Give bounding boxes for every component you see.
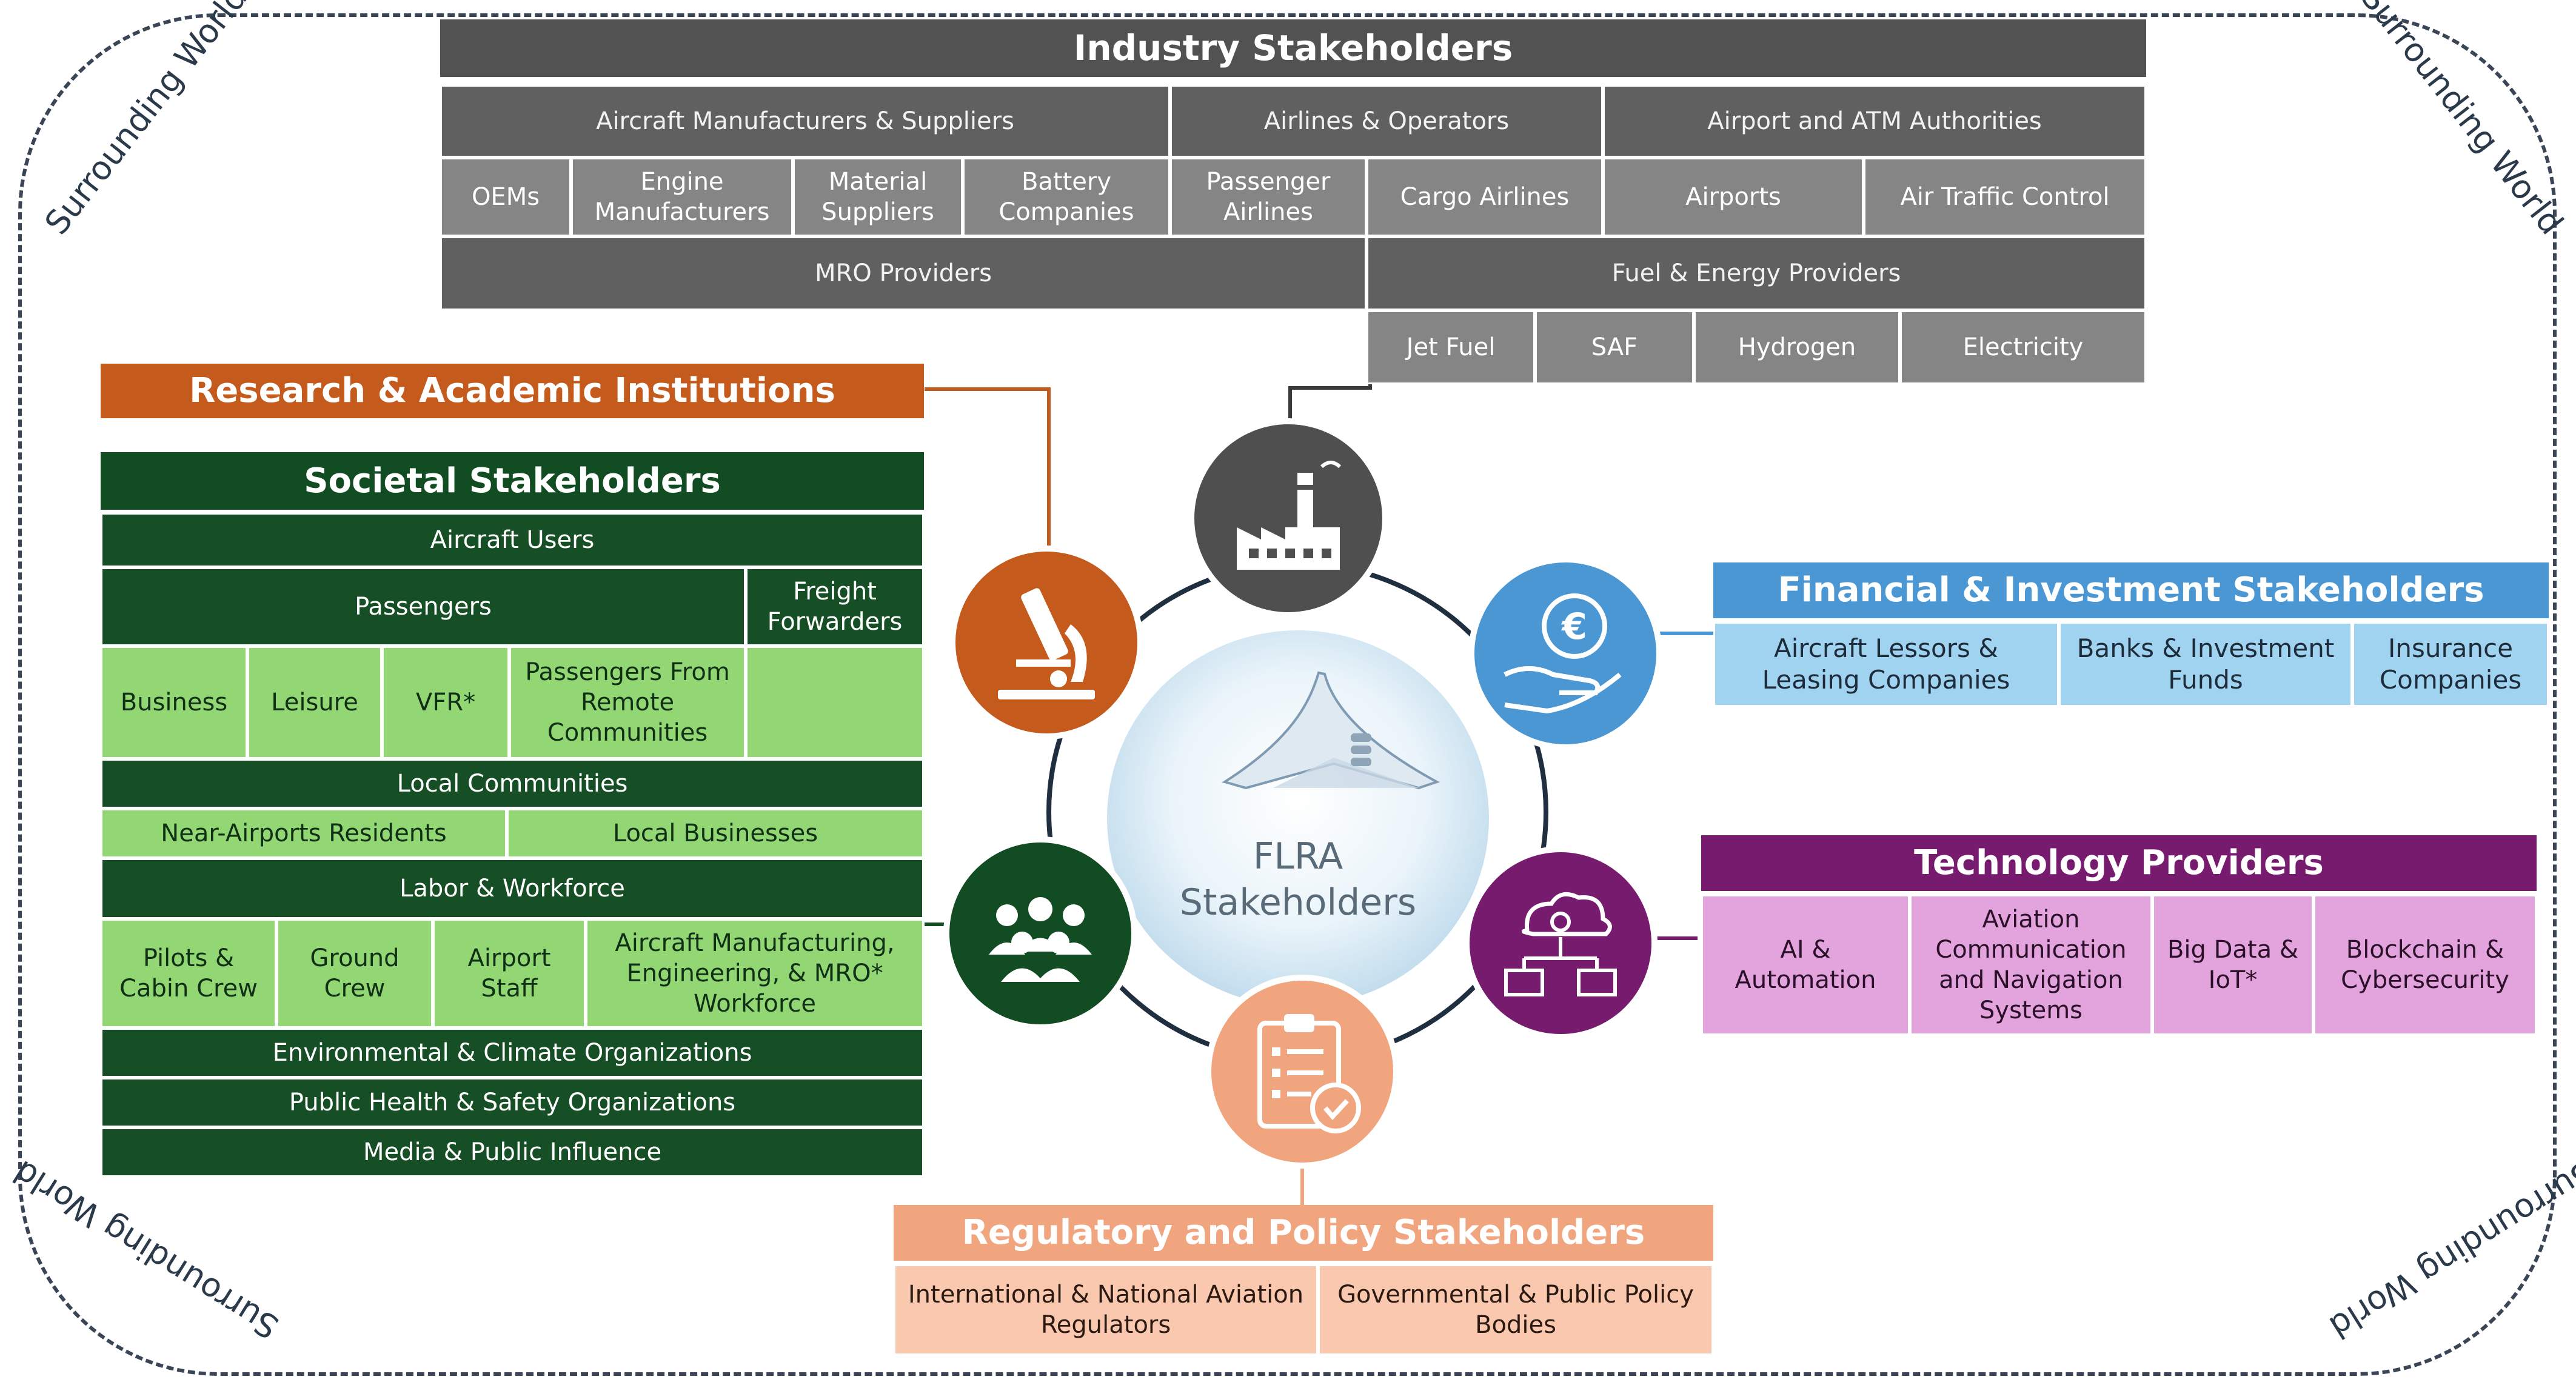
industry-sub: Battery Companies	[963, 158, 1170, 236]
passenger-type: Passengers From Remote Communities	[509, 646, 746, 759]
technology-item: Blockchain & Cybersecurity	[2313, 895, 2537, 1035]
hand-euro-icon: €	[1468, 556, 1662, 750]
freight-empty-cell	[746, 646, 924, 759]
societal-title: Societal Stakeholders	[101, 452, 924, 510]
industry-fuel-sub: Jet Fuel	[1367, 310, 1535, 384]
passenger-type: Leisure	[247, 646, 382, 759]
industry-sub: Air Traffic Control	[1864, 158, 2146, 236]
technology-item: Big Data & IoT*	[2152, 895, 2313, 1035]
societal-org: Media & Public Influence	[101, 1127, 924, 1177]
financial-item: Insurance Companies	[2352, 622, 2549, 707]
research-connector	[925, 387, 1051, 564]
industry-fuel-sub: Hydrogen	[1694, 310, 1900, 384]
technology-title: Technology Providers	[1701, 835, 2537, 891]
industry-sub: Airports	[1603, 158, 1864, 236]
svg-text:€: €	[1561, 606, 1587, 648]
labor-type: Airport Staff	[433, 919, 586, 1028]
industry-fuel-sub: SAF	[1535, 310, 1694, 384]
center-hub	[1107, 630, 1489, 1006]
cloud-network-icon	[1464, 846, 1658, 1040]
regulatory-item: International & National Aviation Regula…	[894, 1264, 1318, 1355]
industry-title: Industry Stakeholders	[440, 19, 2146, 77]
regulatory-item: Governmental & Public Policy Bodies	[1318, 1264, 1713, 1355]
industry-sub: Engine Manufacturers	[571, 158, 793, 236]
community-type: Near-Airports Residents	[101, 809, 507, 858]
societal-org: Public Health & Safety Organizations	[101, 1078, 924, 1127]
industry-sub: OEMs	[440, 158, 571, 236]
factory-icon	[1188, 418, 1388, 618]
societal-passengers: Passengers	[101, 567, 746, 646]
technology-item: AI & Automation	[1701, 895, 1910, 1035]
industry-mro: MRO Providers	[440, 236, 1367, 310]
labor-type: Pilots & Cabin Crew	[101, 919, 276, 1028]
financial-title: Financial & Investment Stakeholders	[1713, 562, 2549, 618]
clipboard-check-icon	[1205, 975, 1399, 1169]
technology-item: Aviation Communication and Navigation Sy…	[1910, 895, 2152, 1035]
community-type: Local Businesses	[507, 809, 924, 858]
financial-item: Aircraft Lessors & Leasing Companies	[1713, 622, 2059, 707]
regulatory-title: Regulatory and Policy Stakeholders	[894, 1205, 1713, 1261]
passenger-type: VFR*	[382, 646, 509, 759]
microscope-icon	[949, 546, 1143, 739]
center-label-line2: Stakeholders	[1179, 881, 1417, 924]
industry-category: Aircraft Manufacturers & Suppliers	[440, 85, 1170, 158]
industry-fuel: Fuel & Energy Providers	[1367, 236, 2146, 310]
industry-sub: Passenger Airlines	[1170, 158, 1367, 236]
industry-category: Airport and ATM Authorities	[1603, 85, 2146, 158]
industry-category: Airlines & Operators	[1170, 85, 1603, 158]
surrounding-world-frame	[18, 13, 2557, 1376]
research-title: Research & Academic Institutions	[101, 364, 924, 418]
industry-connector	[1288, 377, 1372, 424]
labor-type: Ground Crew	[276, 919, 433, 1028]
industry-sub: Material Suppliers	[793, 158, 963, 236]
people-group-icon	[943, 836, 1137, 1030]
financial-item: Banks & Investment Funds	[2059, 622, 2352, 707]
societal-labor: Labor & Workforce	[101, 858, 924, 919]
center-label-line1: FLRA	[1253, 835, 1343, 878]
societal-freight: Freight Forwarders	[746, 567, 924, 646]
aircraft-image	[1222, 671, 1440, 790]
industry-sub: Cargo Airlines	[1367, 158, 1603, 236]
societal-local-communities: Local Communities	[101, 759, 924, 809]
passenger-type: Business	[101, 646, 247, 759]
societal-org: Environmental & Climate Organizations	[101, 1028, 924, 1078]
labor-type: Aircraft Manufacturing, Engineering, & M…	[586, 919, 924, 1028]
industry-fuel-sub: Electricity	[1900, 310, 2146, 384]
societal-aircraft-users: Aircraft Users	[101, 513, 924, 567]
